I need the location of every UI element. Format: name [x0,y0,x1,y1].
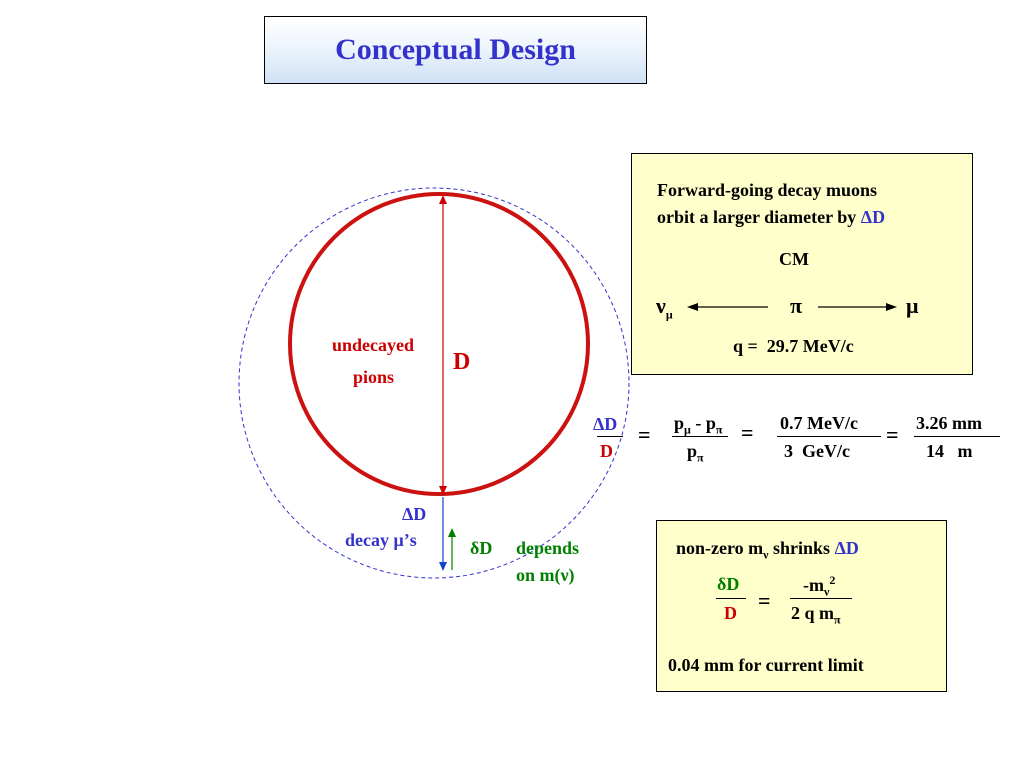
title-box: Conceptual Design [264,16,647,84]
p-mu-sub: μ [684,422,691,437]
m-nu-sup: 2 [829,573,836,587]
page-title: Conceptual Design [335,33,576,66]
box2-lhs-numerator: δD [717,574,740,594]
p-pi-den-sub: π [697,450,704,465]
eq1-lhs-numerator: ΔD [593,414,618,434]
eq1-f3-denominator: 14 m [926,441,973,461]
decay-muons-box [631,153,973,375]
eq1-lhs-denominator: D [600,441,613,461]
minus-p: - p [690,413,716,433]
box2-rhs-fraction-bar [790,598,852,599]
neutrino-symbol: νμ [656,293,673,322]
pion-symbol: π [790,293,803,318]
eq1-equals-3: = [886,422,899,447]
eq1-f3-fraction-bar [914,436,1000,437]
decay-mus-label: decay μ’s [345,530,417,550]
box2-equals: = [758,588,771,613]
box2-rhs-denominator: 2 q mπ [791,603,841,628]
eq1-equals-1: = [638,422,651,447]
q-label: q = [733,336,758,356]
box2-footer: 0.04 mm for current limit [668,655,864,675]
nu-subscript: μ [665,307,673,322]
box1-line1: Forward-going decay muons [657,180,877,200]
box1-line2-text: orbit a larger diameter by [657,207,861,227]
eq1-f2-fraction-bar [777,436,881,437]
undecayed-label: undecayed [332,335,415,355]
depends-on-mass-label: on m(ν) [516,565,575,585]
box1-line2-delta: ΔD [860,207,886,227]
box2-lhs-fraction-bar [716,598,746,599]
box2-nu-sub: ν [763,547,769,562]
p-mu: p [674,413,685,433]
two-q-m: 2 q m [791,603,835,623]
eq1-f2-numerator: 0.7 MeV/c [780,413,858,433]
depends-label: depends [516,538,580,558]
q-value-line: q = 29.7 MeV/c [733,336,854,357]
neg-m: -m [803,575,824,595]
box1-line2: orbit a larger diameter by ΔD [657,207,885,228]
eq1-equals-2: = [741,420,754,445]
delta-d-label: ΔD [402,504,427,524]
nu-glyph: ν [656,293,666,318]
eq1-f1-denominator: pπ [687,441,704,466]
small-delta-d-label: δD [470,538,493,558]
p-pi-sub: π [715,422,723,437]
eq1-f2-denominator: 3 GeV/c [784,441,850,461]
box2-mid: shrinks [768,538,835,558]
pions-label: pions [353,367,395,387]
q-value: 29.7 MeV/c [766,336,854,356]
neutrino-mass-box [656,520,947,692]
cm-label: CM [779,249,809,269]
box2-lhs-denominator: D [724,603,737,623]
diameter-label: D [453,349,471,375]
box2-prefix: non-zero m [676,538,764,558]
eq1-f3-numerator: 3.26 mm [916,413,982,433]
decay-orbit-dashed-circle [238,187,630,579]
m-pi-sub: π [834,612,841,627]
box2-rhs-numerator: -mν2 [803,573,835,600]
box2-line1: non-zero mν shrinks ΔD [676,538,859,563]
muon-symbol: μ [906,293,919,318]
box2-delta: ΔD [834,538,859,558]
eq1-lhs-fraction-bar [597,436,623,437]
eq1-f1-fraction-bar [672,436,728,437]
m-nu-sub: ν [824,584,830,599]
p-pi: p [687,441,698,461]
eq1-f1-numerator: pμ - pπ [674,413,722,438]
